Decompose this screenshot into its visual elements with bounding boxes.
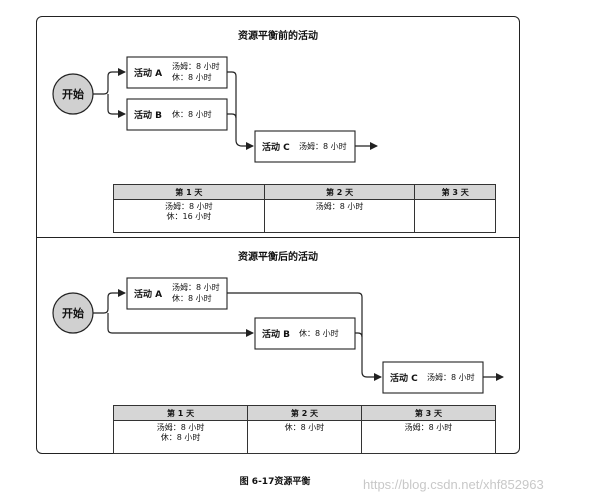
activity-name: 活动 C bbox=[390, 372, 418, 384]
before-start-node: 开始 bbox=[52, 73, 94, 115]
before-panel-title: 资源平衡前的活动 bbox=[238, 31, 318, 42]
diagram-frame bbox=[36, 16, 520, 454]
day-cell: 汤姆：8 小时 bbox=[263, 199, 416, 233]
after-activity-a: 活动 A 汤姆：8 小时 休：8 小时 bbox=[126, 277, 228, 310]
day-cell: 休：8 小时 bbox=[247, 420, 362, 454]
day-header: 第 3 天 bbox=[360, 405, 497, 421]
activity-name: 活动 C bbox=[262, 141, 290, 153]
figure-caption: 图 6-17资源平衡 bbox=[239, 477, 311, 487]
activity-name: 活动 A bbox=[134, 67, 162, 79]
activity-resource: 休：8 小时 bbox=[172, 109, 212, 119]
day-header: 第 3 天 bbox=[414, 184, 496, 200]
day-header: 第 2 天 bbox=[247, 405, 362, 421]
cell-line: 汤姆：8 小时 bbox=[404, 423, 453, 432]
after-edge-b-c bbox=[355, 332, 363, 338]
before-activity-a: 活动 A 汤姆：8 小时 休：8 小时 bbox=[126, 56, 228, 89]
before-activity-c: 活动 C 汤姆：8 小时 bbox=[254, 130, 356, 163]
day-cell: 汤姆：8 小时 休：16 小时 bbox=[113, 199, 265, 233]
after-edge-start-a bbox=[93, 289, 126, 314]
watermark: https://blog.csdn.net/xhf852963 bbox=[363, 477, 544, 492]
before-edge-start-b bbox=[107, 94, 126, 118]
before-activity-b: 活动 B 休：8 小时 bbox=[126, 98, 228, 131]
after-edge-start-b bbox=[107, 313, 254, 337]
after-start-label: 开始 bbox=[62, 306, 84, 320]
after-start-node: 开始 bbox=[52, 292, 94, 334]
activity-resource: 休：8 小时 bbox=[172, 293, 212, 303]
activity-resource: 休：8 小时 bbox=[299, 328, 339, 338]
before-day-table: 第 1 天 第 2 天 第 3 天 汤姆：8 小时 休：16 小时 汤姆：8 小… bbox=[113, 184, 496, 233]
cell-line: 汤姆：8 小时 bbox=[165, 202, 213, 211]
activity-name: 活动 B bbox=[134, 109, 162, 121]
cell-line: 休：16 小时 bbox=[166, 212, 212, 221]
after-activity-c: 活动 C 汤姆：8 小时 bbox=[382, 361, 484, 394]
activity-resource: 汤姆：8 小时 bbox=[172, 61, 220, 71]
after-day-table: 第 1 天 第 2 天 第 3 天 汤姆：8 小时 休：8 小时 休：8 小时 … bbox=[112, 405, 497, 454]
day-header: 第 2 天 bbox=[263, 184, 416, 200]
activity-name: 活动 B bbox=[262, 328, 290, 340]
day-header: 第 1 天 bbox=[113, 184, 265, 200]
day-cell: 汤姆：8 小时 休：8 小时 bbox=[112, 420, 249, 454]
before-edge-start-a bbox=[93, 68, 126, 95]
panel-divider bbox=[36, 237, 520, 238]
cell-line: 休：8 小时 bbox=[284, 423, 325, 432]
activity-resource: 汤姆：8 小时 bbox=[427, 372, 475, 382]
day-cell: 汤姆：8 小时 bbox=[360, 420, 497, 454]
before-start-label: 开始 bbox=[62, 87, 84, 101]
activity-resource: 汤姆：8 小时 bbox=[172, 282, 220, 292]
cell-line: 休：8 小时 bbox=[160, 433, 201, 442]
activity-resource: 汤姆：8 小时 bbox=[299, 141, 347, 151]
activity-resource: 休：8 小时 bbox=[172, 72, 212, 82]
before-edge-b-c bbox=[227, 113, 237, 119]
before-edge-a-c bbox=[227, 71, 254, 150]
after-panel-title: 资源平衡后的活动 bbox=[238, 252, 318, 263]
cell-line: 汤姆：8 小时 bbox=[315, 202, 364, 211]
cell-line: 汤姆：8 小时 bbox=[156, 423, 205, 432]
day-cell bbox=[414, 199, 496, 233]
after-activity-b: 活动 B 休：8 小时 bbox=[254, 317, 356, 350]
activity-name: 活动 A bbox=[134, 288, 162, 300]
day-header: 第 1 天 bbox=[112, 405, 249, 421]
